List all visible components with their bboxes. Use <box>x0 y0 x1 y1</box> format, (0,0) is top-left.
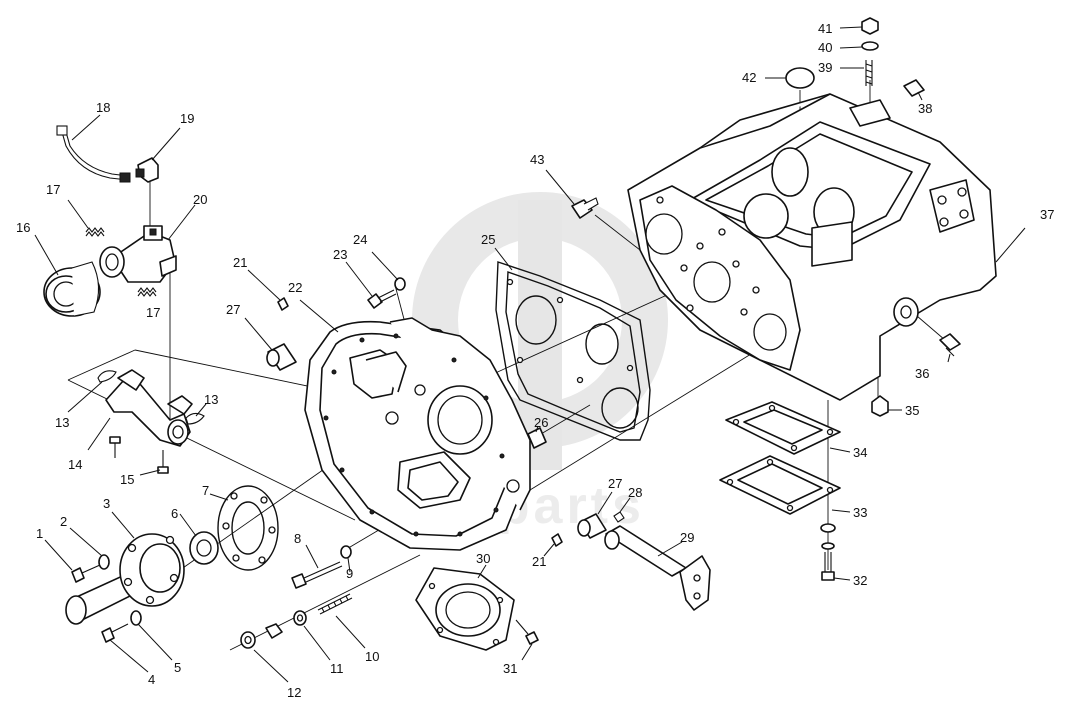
callout-38: 38 <box>918 101 932 116</box>
callout-27-upper: 27 <box>226 302 240 317</box>
callout-31: 31 <box>503 661 517 676</box>
flange-washer <box>69 527 110 570</box>
callout-35: 35 <box>905 403 919 418</box>
callout-19: 19 <box>180 111 194 126</box>
callout-3: 3 <box>103 496 110 511</box>
cover-washer <box>130 610 173 661</box>
callout-14: 14 <box>68 457 82 472</box>
callout-34: 34 <box>853 445 867 460</box>
callout-22: 22 <box>288 280 302 295</box>
fork-bolt-right <box>139 450 169 476</box>
callout-29: 29 <box>680 530 694 545</box>
callout-36: 36 <box>915 366 929 381</box>
clutch-housing <box>299 299 531 551</box>
callout-11: 11 <box>330 661 344 676</box>
callout-42: 42 <box>742 70 756 85</box>
callout-28: 28 <box>628 485 642 500</box>
housing-pin-upper <box>247 269 289 311</box>
callout-17-upper: 17 <box>46 182 60 197</box>
callout-10: 10 <box>365 649 379 664</box>
top-nut <box>839 17 879 35</box>
callout-15: 15 <box>120 472 134 487</box>
cover-gasket <box>209 485 279 571</box>
top-cap <box>765 67 815 89</box>
callout-8: 8 <box>294 531 301 546</box>
callout-13-right: 13 <box>204 392 218 407</box>
oil-seal <box>179 513 219 565</box>
cover-bolt <box>101 623 149 673</box>
callout-33: 33 <box>853 505 867 520</box>
elbow-connector <box>135 127 181 183</box>
shift-shaft <box>604 525 711 611</box>
fork-bolt-left <box>109 436 121 458</box>
callout-17-lower: 17 <box>146 305 160 320</box>
top-washer <box>839 41 879 51</box>
callout-2: 2 <box>60 514 67 529</box>
return-spring-lower <box>137 287 157 297</box>
callout-41: 41 <box>818 21 832 36</box>
bolt-washer <box>340 545 352 573</box>
callout-18: 18 <box>96 100 110 115</box>
callout-20: 20 <box>193 192 207 207</box>
callout-24: 24 <box>353 232 367 247</box>
return-spring-upper <box>67 199 105 237</box>
retaining-clip-right <box>185 403 207 425</box>
callout-5: 5 <box>174 660 181 675</box>
stud <box>317 593 366 649</box>
inspection-cover <box>415 564 515 651</box>
release-bearing-housing <box>99 204 196 283</box>
callout-7: 7 <box>202 483 209 498</box>
transmission-gasket <box>494 247 651 441</box>
input-shaft-flange <box>65 511 185 625</box>
release-bearing <box>34 234 101 317</box>
callout-21-lower: 21 <box>532 554 546 569</box>
housing-bolt <box>345 261 397 309</box>
callout-9: 9 <box>346 566 353 581</box>
stud-washer <box>293 610 331 661</box>
side-cover-lower <box>719 455 851 515</box>
callout-25: 25 <box>481 232 495 247</box>
cover-screw <box>515 619 539 661</box>
callout-4: 4 <box>148 672 155 687</box>
shaft-pin <box>613 497 631 523</box>
callout-27-lower: 27 <box>608 476 622 491</box>
callout-32: 32 <box>853 573 867 588</box>
callout-40: 40 <box>818 40 832 55</box>
retaining-clip-left <box>67 370 117 413</box>
breather-fitting <box>903 79 925 101</box>
callout-39: 39 <box>818 60 832 75</box>
housing-pin-lower <box>543 533 563 557</box>
callout-1: 1 <box>36 526 43 541</box>
housing-washer <box>371 251 406 291</box>
callout-6: 6 <box>171 506 178 521</box>
callout-21-upper: 21 <box>233 255 247 270</box>
callout-23: 23 <box>333 247 347 262</box>
dowel-lower <box>577 491 613 539</box>
side-cover-upper <box>725 401 851 455</box>
release-fork <box>87 369 193 451</box>
sensor-cable <box>56 114 131 183</box>
cover-bolt-stack <box>820 523 851 581</box>
callout-37: 37 <box>1040 207 1054 222</box>
callout-26: 26 <box>534 415 548 430</box>
long-bolt <box>291 544 343 589</box>
housing-plug <box>527 425 547 449</box>
callout-12: 12 <box>287 685 301 700</box>
side-plug <box>939 333 961 363</box>
dowel-upper <box>244 317 297 371</box>
callout-43: 43 <box>530 152 544 167</box>
flange-bolt <box>44 539 101 583</box>
transmission-case <box>627 93 1026 401</box>
callout-30: 30 <box>476 551 490 566</box>
fill-plug <box>545 169 599 219</box>
callout-13-left: 13 <box>55 415 69 430</box>
callout-16: 16 <box>16 220 30 235</box>
drain-plug <box>871 395 902 417</box>
callout-labels: 1 2 3 4 5 6 7 8 9 10 11 12 13 13 14 15 1… <box>16 21 1054 700</box>
top-stud <box>840 60 873 86</box>
stud-nut-and-washer <box>240 623 289 683</box>
